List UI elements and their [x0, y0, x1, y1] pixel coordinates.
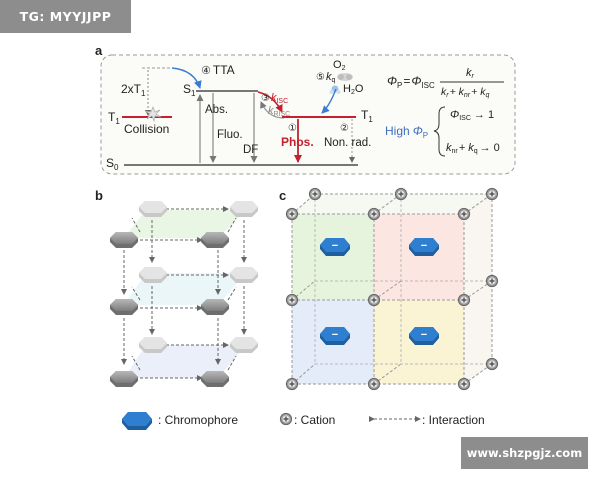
s1-label: S1: [183, 82, 196, 98]
legend-chromophore-label: : Chromophore: [158, 413, 238, 427]
cation-icon: [485, 274, 499, 288]
kq-label: ⑤kq: [316, 71, 335, 84]
molecule-b-3: [110, 232, 138, 248]
layer-bottom-tint: [124, 345, 246, 378]
cation-icon: [308, 187, 322, 201]
cube-side-face: [464, 194, 492, 384]
nonrad-number: ②: [340, 123, 349, 134]
molecule-b-1: [139, 201, 167, 217]
condition-brace: [433, 106, 446, 157]
molecule-b-8: [201, 299, 229, 315]
molecule-b-2: [230, 201, 258, 217]
watermark-bottom: www.shzpgjz.com: [461, 437, 588, 469]
tta-arrow: [171, 67, 202, 89]
layer-top-tint: [124, 210, 246, 238]
chromophore-charge-3: −: [332, 329, 338, 341]
chromophore-charge-2: −: [421, 240, 427, 252]
s0-label: S0: [106, 156, 119, 172]
watermark-top: TG: MYYJJPP: [0, 0, 131, 33]
quench-arrow: [321, 88, 337, 114]
collision-burst-icon: [144, 106, 162, 123]
molecule-b-12: [201, 371, 229, 387]
chromophore-c-4: −: [409, 327, 439, 345]
panel-b-letter: b: [95, 188, 103, 203]
cation-icon: [367, 377, 381, 391]
legend-interaction-label: : Interaction: [422, 413, 485, 427]
panel-a-letter: a: [95, 43, 103, 58]
phos-label: Phos.: [281, 135, 314, 149]
isc-label: ③kISC: [261, 92, 288, 105]
molecule-b-4: [201, 232, 229, 248]
cation-icon: [394, 187, 408, 201]
risc-label: kRISC: [268, 105, 290, 118]
molecule-b-6: [230, 267, 258, 283]
eq-lhs: ΦP=ΦISC: [387, 74, 435, 90]
panel-a-frame: [100, 54, 516, 175]
cation-icon: [285, 293, 299, 307]
cation-icon: [485, 357, 499, 371]
h2o-label: H2O: [343, 83, 364, 96]
cation-icon: [367, 293, 381, 307]
chromophore-c-2: −: [409, 238, 439, 256]
eq-denominator: kr+ knr+ kq: [441, 86, 489, 99]
cation-icon: [457, 377, 471, 391]
legend-cation-icon: [279, 412, 293, 426]
chromophore-charge-1: −: [332, 240, 338, 252]
interaction-lines: [121, 206, 247, 381]
legend: : Chromophore : Cation : Interaction: [122, 412, 485, 430]
fluo-label: Fluo.: [217, 129, 243, 141]
quadrant-green: [292, 214, 374, 300]
condition-isc: ΦISC→ 1: [450, 109, 494, 122]
water-molecule-icon: [329, 85, 341, 94]
collision-label: Collision: [124, 122, 169, 136]
cation-icon: [285, 207, 299, 221]
t1-right-label: T1: [361, 108, 373, 124]
nonrad-label: Non. rad.: [324, 137, 371, 149]
panel-b: b: [95, 188, 258, 387]
cation-icon: [367, 207, 381, 221]
chromophore-charge-4: −: [421, 329, 427, 341]
eq-numerator: kr: [466, 67, 475, 80]
chromophore-c-3: −: [320, 327, 350, 345]
cube-top-face: [292, 194, 492, 214]
isc-arrow: [257, 91, 283, 113]
molecule-b-10: [230, 337, 258, 353]
cation-icon: [485, 187, 499, 201]
energy-gap-label: 2xT1: [121, 82, 146, 98]
cation-icon: [457, 293, 471, 307]
chromophore-c-1: −: [320, 238, 350, 256]
abs-label: Abs.: [205, 104, 228, 116]
panel-c: c: [279, 187, 499, 391]
condition-rates: knr+ kq→ 0: [446, 142, 500, 155]
legend-chromophore-icon: [122, 412, 152, 430]
quadrant-red: [374, 214, 464, 300]
cation-icon: [457, 207, 471, 221]
legend-cation-label: : Cation: [294, 413, 335, 427]
oxygen-molecule-icon: [337, 73, 353, 81]
panel-c-letter: c: [279, 188, 286, 203]
df-label: DF: [243, 144, 258, 156]
molecule-b-11: [110, 371, 138, 387]
molecule-b-7: [110, 299, 138, 315]
t1-left-label: T1: [108, 110, 120, 126]
molecule-b-5: [139, 267, 167, 283]
cation-icon: [285, 377, 299, 391]
phos-number: ①: [288, 123, 297, 134]
risc-arrow: [260, 101, 285, 119]
o2-label: O2: [333, 59, 346, 72]
molecule-b-9: [139, 337, 167, 353]
